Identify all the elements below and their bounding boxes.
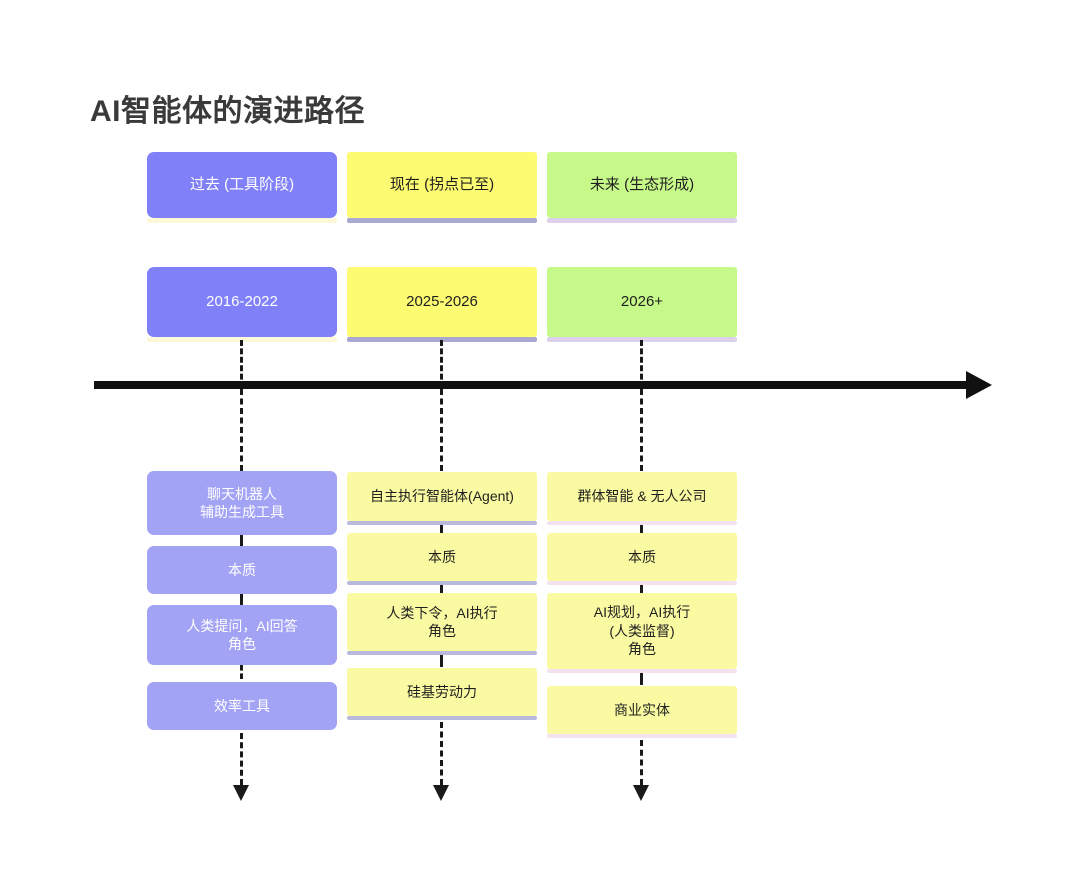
- phase-date-present[interactable]: 2025-2026: [347, 267, 537, 337]
- connector-future-upper: [640, 340, 643, 388]
- phase-date-past[interactable]: 2016-2022: [147, 267, 337, 337]
- timeline-axis-line: [94, 381, 974, 389]
- detail-box-present-3-shadow: [347, 651, 537, 655]
- connector-future-outflow: [640, 740, 643, 785]
- detail-box-future-1[interactable]: 群体智能 & 无人公司: [547, 472, 737, 521]
- detail-box-future-4[interactable]: 商业实体: [547, 686, 737, 734]
- phase-header-past-shadow: [147, 218, 337, 223]
- detail-box-past-2[interactable]: 本质: [147, 546, 337, 594]
- phase-header-future[interactable]: 未来 (生态形成): [547, 152, 737, 218]
- phase-date-present-shadow: [347, 337, 537, 342]
- timeline-arrow-icon: [966, 371, 992, 399]
- detail-box-past-3[interactable]: 人类提问，AI回答 角色: [147, 605, 337, 665]
- connector-present-outflow: [440, 722, 443, 785]
- phase-date-future-shadow: [547, 337, 737, 342]
- detail-box-present-2-shadow: [347, 581, 537, 585]
- detail-box-future-4-shadow: [547, 734, 737, 738]
- phase-header-past[interactable]: 过去 (工具阶段): [147, 152, 337, 218]
- connector-future-3-4: [640, 673, 643, 685]
- detail-box-present-3[interactable]: 人类下令，AI执行 角色: [347, 593, 537, 651]
- detail-box-present-4[interactable]: 硅基劳动力: [347, 668, 537, 716]
- detail-box-future-3[interactable]: AI规划，AI执行 (人类监督) 角色: [547, 593, 737, 669]
- phase-date-future[interactable]: 2026+: [547, 267, 737, 337]
- detail-box-past-1[interactable]: 聊天机器人 辅助生成工具: [147, 471, 337, 535]
- detail-box-present-4-shadow: [347, 716, 537, 720]
- connector-past-3-4: [240, 665, 243, 679]
- outflow-arrow-present-icon: [433, 785, 449, 801]
- detail-box-future-2-shadow: [547, 581, 737, 585]
- detail-box-future-2[interactable]: 本质: [547, 533, 737, 581]
- connector-future-1-2: [640, 525, 643, 533]
- detail-box-past-4[interactable]: 效率工具: [147, 682, 337, 730]
- connector-future-2-3: [640, 585, 643, 593]
- page-title: AI智能体的演进路径: [90, 95, 365, 128]
- phase-header-present-shadow: [347, 218, 537, 223]
- connector-present-2-3: [440, 585, 443, 593]
- connector-past-1-2: [240, 535, 243, 547]
- connector-past-lower: [240, 389, 243, 471]
- connector-past-upper: [240, 340, 243, 388]
- detail-box-present-1-shadow: [347, 521, 537, 525]
- phase-date-past-shadow: [147, 337, 337, 342]
- connector-present-lower: [440, 389, 443, 471]
- outflow-arrow-future-icon: [633, 785, 649, 801]
- connector-past-2-3: [240, 594, 243, 606]
- connector-future-lower: [640, 389, 643, 471]
- detail-box-present-1[interactable]: 自主执行智能体(Agent): [347, 472, 537, 521]
- detail-box-future-1-shadow: [547, 521, 737, 525]
- connector-present-upper: [440, 340, 443, 388]
- phase-header-present[interactable]: 现在 (拐点已至): [347, 152, 537, 218]
- phase-header-future-shadow: [547, 218, 737, 223]
- connector-present-3-4: [440, 655, 443, 667]
- detail-box-present-2[interactable]: 本质: [347, 533, 537, 581]
- connector-present-1-2: [440, 525, 443, 533]
- connector-past-outflow: [240, 733, 243, 785]
- outflow-arrow-past-icon: [233, 785, 249, 801]
- detail-box-future-3-shadow: [547, 669, 737, 673]
